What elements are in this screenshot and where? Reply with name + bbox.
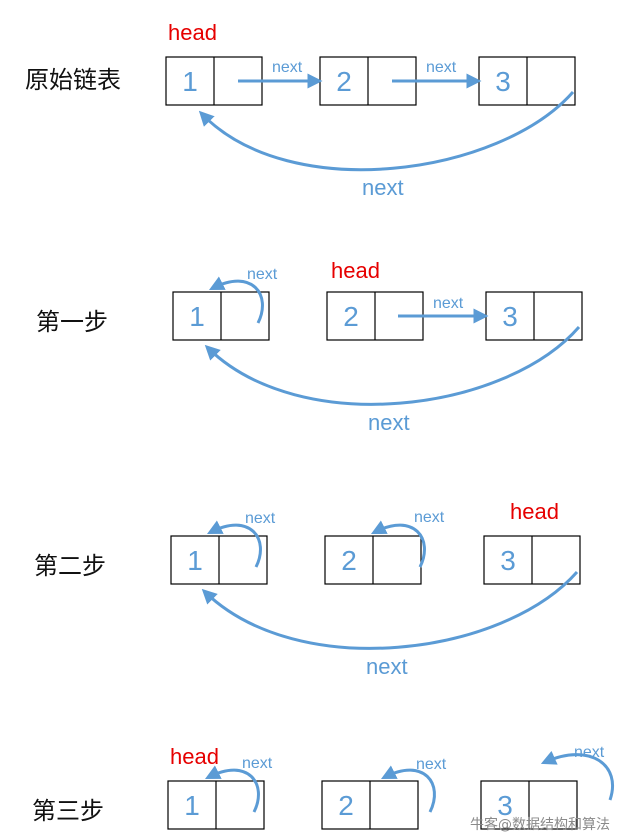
next-label: next (416, 756, 447, 773)
next-arrow (198, 91, 575, 172)
row-step-1: 第一步 1 2 3 head next next next (36, 258, 583, 435)
row-title: 第二步 (34, 552, 106, 580)
head-label: head (331, 258, 380, 283)
node-2: 2 (321, 780, 419, 830)
node-value: 3 (500, 545, 516, 576)
node-2: 2 (324, 535, 422, 585)
node-3: 3 (478, 56, 576, 106)
node-value: 2 (343, 301, 359, 332)
self-loop-arrow (204, 765, 260, 813)
head-label: head (510, 499, 559, 524)
node-value: 3 (502, 301, 518, 332)
row-original: 原始链表 1 2 3 head next next next (25, 20, 576, 200)
self-loop-arrow (208, 276, 264, 324)
node-value: 1 (187, 545, 203, 576)
next-label: next (414, 509, 445, 526)
next-label: next (247, 266, 278, 283)
self-loop-arrow (370, 520, 426, 568)
node-value: 3 (497, 790, 513, 821)
node-1: 1 (172, 291, 270, 341)
self-loop-arrow (380, 765, 436, 813)
node-value: 1 (184, 790, 200, 821)
next-label: next (433, 295, 464, 312)
node-value: 2 (338, 790, 354, 821)
next-label: next (368, 410, 410, 435)
node-value: 1 (189, 301, 205, 332)
row-title: 原始链表 (25, 66, 121, 94)
next-label: next (574, 744, 605, 761)
node-1: 1 (170, 535, 268, 585)
node-1: 1 (167, 780, 265, 830)
next-label: next (426, 59, 457, 76)
next-arrow (201, 571, 579, 650)
self-loop-arrow (206, 520, 262, 568)
next-arrow (204, 326, 581, 406)
next-label: next (366, 654, 408, 679)
node-value: 1 (182, 66, 198, 97)
head-label: head (168, 20, 217, 45)
next-label: next (242, 755, 273, 772)
next-label: next (272, 59, 303, 76)
row-step-3: 第三步 1 2 3 head next next next (32, 744, 614, 830)
head-label: head (170, 744, 219, 769)
row-step-2: 第二步 1 2 3 head next next next (34, 499, 581, 679)
node-3: 3 (480, 780, 578, 830)
row-title: 第一步 (36, 308, 108, 336)
row-title: 第三步 (32, 797, 104, 825)
node-value: 2 (336, 66, 352, 97)
node-3: 3 (483, 535, 581, 585)
node-3: 3 (485, 291, 583, 341)
next-label: next (245, 510, 276, 527)
watermark: 牛客@数据结构和算法 (470, 816, 610, 833)
node-value: 3 (495, 66, 511, 97)
node-value: 2 (341, 545, 357, 576)
next-label: next (362, 175, 404, 200)
self-loop-arrow (540, 750, 614, 801)
